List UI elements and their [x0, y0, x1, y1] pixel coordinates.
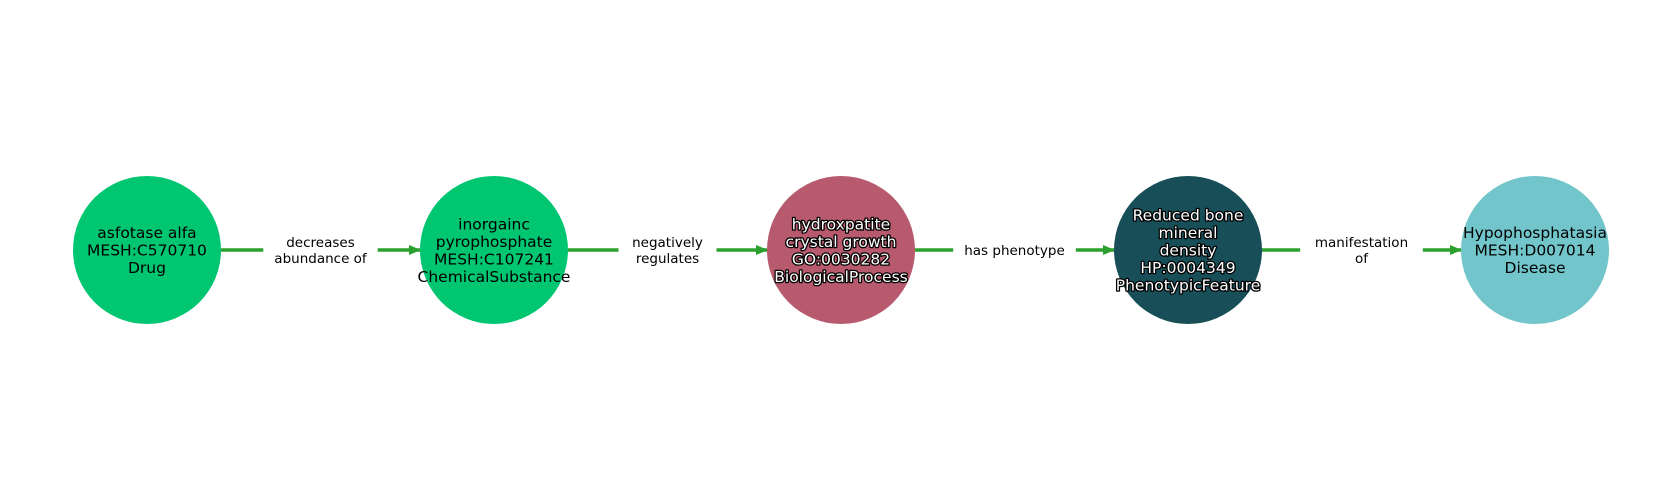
- edge-label: of: [1355, 251, 1369, 267]
- node-circle: [73, 176, 221, 324]
- node-label: pyrophosphate: [436, 233, 553, 251]
- node-label: PhenotypicFeature: [1116, 277, 1261, 295]
- node-circle: [1114, 176, 1262, 324]
- node-label: Drug: [128, 259, 166, 277]
- node-label: MESH:C107241: [434, 250, 554, 268]
- node-label: hydroxpatite: [792, 215, 890, 233]
- edge-label: has phenotype: [964, 243, 1065, 259]
- node-label: ChemicalSubstance: [418, 268, 571, 286]
- node-label: Disease: [1505, 259, 1566, 277]
- node-label: inorgainc: [458, 215, 530, 233]
- node-label: MESH:C570710: [87, 242, 207, 260]
- node-label: Reduced bone: [1133, 207, 1244, 225]
- edge-label: regulates: [636, 251, 699, 267]
- has-phenotype-edge: has phenotype: [915, 243, 1115, 259]
- inorganic-pyrophosphate-node: inorgaincpyrophosphateMESH:C107241Chemic…: [418, 176, 571, 324]
- reduced-bone-mineral-density-node: Reduced bonemineraldensityHP:0004349Phen…: [1114, 176, 1262, 324]
- node-label: asfotase alfa: [97, 224, 196, 242]
- node-label: HP:0004349: [1140, 259, 1235, 277]
- edge-label: negatively: [632, 235, 703, 251]
- node-circle: [767, 176, 915, 324]
- edge-label: decreases: [286, 235, 355, 251]
- node-circle: [420, 176, 568, 324]
- node-label: density: [1160, 242, 1217, 260]
- node-label: mineral: [1159, 224, 1218, 242]
- edge-label: manifestation: [1315, 235, 1408, 251]
- node-label: BiologicalProcess: [774, 268, 907, 286]
- node-circle: [1461, 176, 1609, 324]
- node-label: GO:0030282: [792, 250, 890, 268]
- edge-label: abundance of: [274, 251, 368, 267]
- node-label: crystal growth: [786, 233, 897, 251]
- node-label: Hypophosphatasia: [1463, 224, 1607, 242]
- node-label: MESH:D007014: [1475, 242, 1596, 260]
